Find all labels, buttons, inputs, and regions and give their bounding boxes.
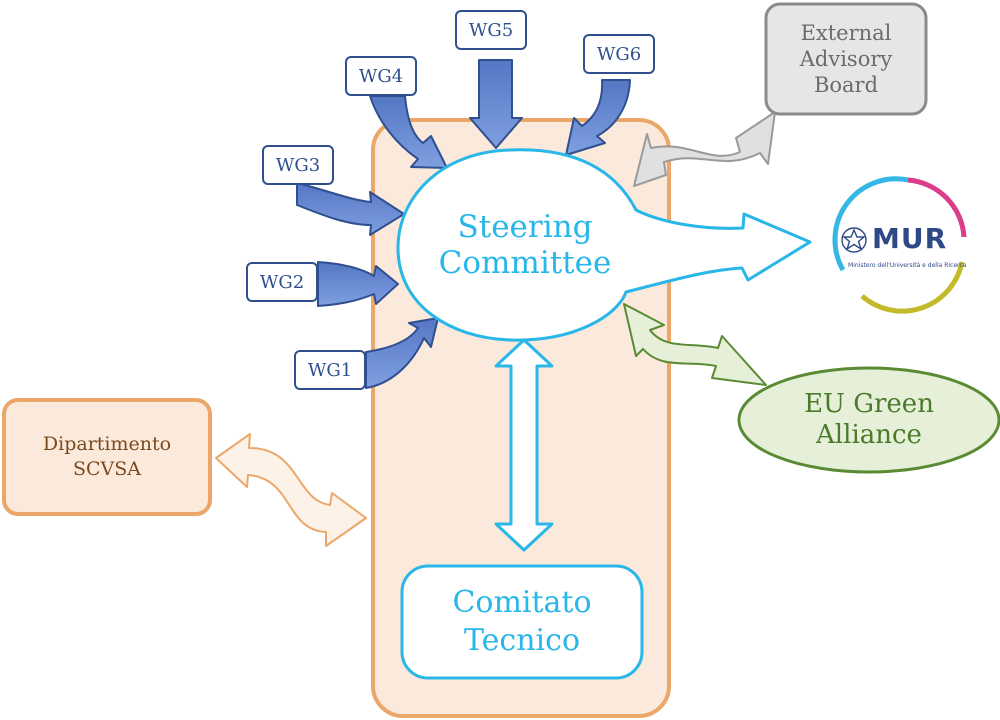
wg1-arrow (365, 317, 439, 389)
mur-ring-magenta (907, 177, 967, 238)
steering-committee-label: Steering Committee (438, 209, 612, 281)
wg4-box: WG4 (345, 56, 417, 96)
wg4-arrow (369, 95, 448, 169)
eu-green-alliance-label: EU Green Alliance (804, 389, 934, 450)
mur-ring-blue (832, 176, 909, 272)
wg3-box: WG3 (262, 145, 334, 185)
wg5-arrow (469, 59, 523, 149)
steering-comitato-double-arrow (494, 338, 554, 552)
eu-wavy-arrow (623, 303, 767, 386)
wg-arrows (296, 59, 631, 389)
wg6-box: WG6 (583, 34, 655, 74)
wg3-arrow (296, 182, 405, 236)
wg2-arrow (317, 261, 399, 307)
external-advisory-board-box (764, 2, 928, 116)
mur-emblem-icon (841, 227, 867, 253)
eu-green-alliance-ellipse (737, 366, 1000, 474)
comitato-tecnico-label: Comitato Tecnico (452, 585, 592, 658)
wg5-box: WG5 (455, 10, 527, 50)
mur-logo-text: MUR (872, 222, 948, 255)
wg2-box: WG2 (246, 262, 318, 302)
external-advisory-board-label: External Advisory Board (799, 21, 893, 97)
mur-logo-subtitle: Ministero dell'Università e della Ricerc… (848, 262, 967, 269)
dipartimento-box (2, 398, 212, 516)
wg6-arrow (565, 79, 631, 156)
dipartimento-wavy-arrow (215, 433, 367, 547)
steering-committee-shape (396, 148, 812, 342)
comitato-tecnico-box (400, 564, 644, 680)
dipartimento-label: Dipartimento SCVSA (42, 433, 172, 480)
mur-ring-olive (860, 261, 965, 314)
wg1-box: WG1 (294, 350, 366, 390)
mur-logo (832, 176, 967, 314)
